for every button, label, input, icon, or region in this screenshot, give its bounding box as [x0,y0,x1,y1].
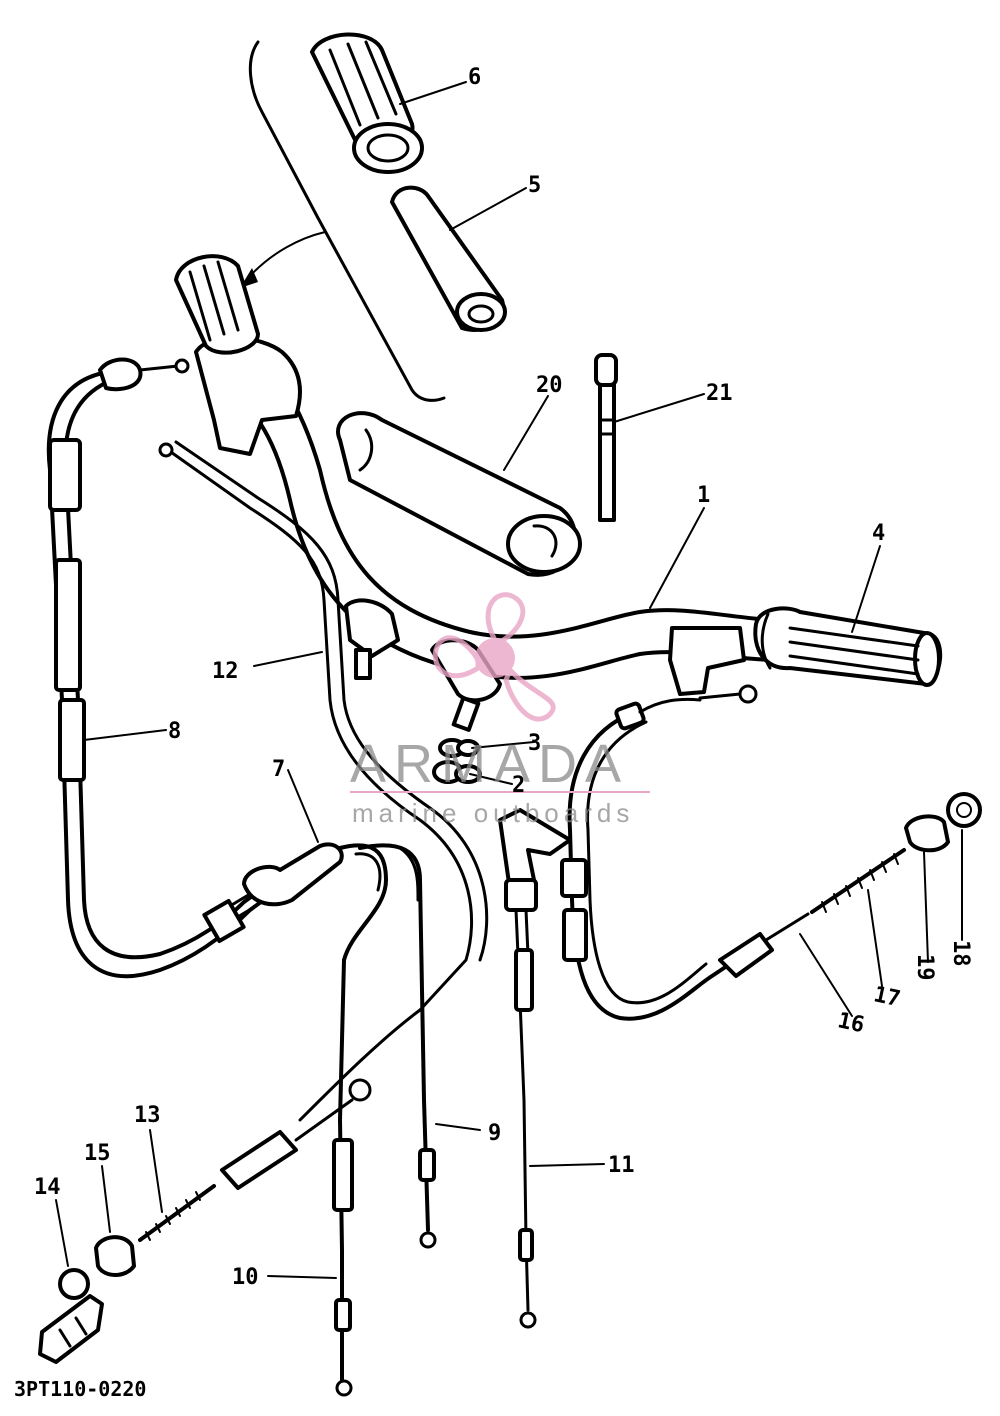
nut-15 [94,1235,136,1277]
callout-18: 18 [948,940,973,967]
callout-17: 17 [871,982,902,1012]
callout-14: 14 [34,1175,61,1200]
watermark-brand: ARMADA [350,734,629,794]
washer-2 [432,760,482,784]
adjuster-sleeve [220,1078,372,1190]
callout-1: 1 [697,483,710,508]
left-grip [174,254,260,355]
callout-10: 10 [232,1265,259,1290]
cable-9 [358,843,437,1249]
clamp [430,638,502,732]
callout-12: 12 [212,659,239,684]
cable-12 [158,440,489,1122]
callout-4: 4 [872,521,885,546]
callout-3: 3 [528,731,541,756]
grip-4 [753,606,943,687]
callout-7: 7 [272,757,285,782]
nut-19 [904,814,950,853]
drawing-code: 3PT110-0220 [14,1377,146,1401]
callout-16: 16 [835,1008,866,1038]
callout-13: 13 [134,1103,161,1128]
callout-9: 9 [488,1121,501,1146]
sleeve-5 [390,185,507,332]
right-lever-bracket [668,626,758,704]
callout-8: 8 [168,719,181,744]
callout-15: 15 [84,1141,111,1166]
watermark-tagline: marine outboards [352,798,634,828]
cable-16 [560,697,810,1021]
nut-14 [38,1268,104,1364]
callout-21: 21 [706,381,733,406]
grip-6 [310,32,424,174]
bolt-21 [594,353,618,522]
callout-19: 19 [912,954,937,981]
watermark-logo [432,592,556,722]
cable-10 [332,843,388,1397]
callout-11: 11 [608,1153,635,1178]
adjuster-13 [138,1184,216,1242]
leader-lines [55,81,963,1279]
adjuster-17 [810,848,906,914]
rod [248,40,446,402]
callout-6: 6 [468,65,481,90]
grip-20 [336,411,582,577]
nut-18 [946,792,982,828]
cable-7 [202,842,344,943]
cable-11 [498,808,572,1329]
callout-20: 20 [536,373,563,398]
callout-2: 2 [512,773,525,798]
rod-arrow-line [247,231,326,279]
throttle-housing [344,598,400,680]
callout-5: 5 [528,173,541,198]
